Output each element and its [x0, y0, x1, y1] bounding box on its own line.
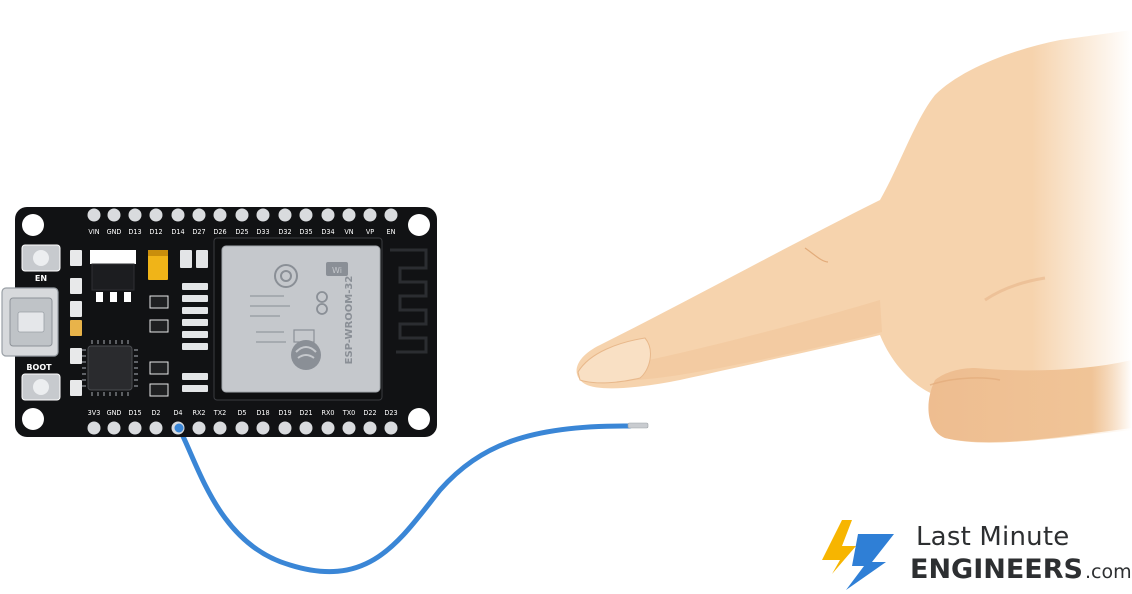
- mount-hole: [408, 408, 430, 430]
- pin-label: D27: [192, 227, 205, 236]
- pin-label: VP: [366, 227, 374, 236]
- hand: [576, 30, 1132, 443]
- header-pin: [87, 421, 101, 435]
- logo-domain-suffix: .com: [1084, 561, 1132, 583]
- pin-label: D18: [256, 408, 269, 417]
- logo-wordmark: ENGINEERS: [910, 554, 1083, 585]
- header-pin: [128, 208, 142, 222]
- knuckle-crease-3: [929, 377, 1001, 386]
- pin-label: D21: [299, 408, 312, 417]
- pin-label: TX2: [213, 408, 227, 417]
- pin-label: RX0: [321, 408, 334, 417]
- pin-label: GND: [107, 227, 122, 236]
- pin-label: D19: [278, 408, 291, 417]
- transistors: [149, 295, 169, 397]
- header-pin: [213, 208, 227, 222]
- mount-hole: [22, 408, 44, 430]
- header-pin: [235, 208, 249, 222]
- lightning-bolt-icon: [822, 520, 894, 590]
- tantalum-capacitor: [148, 250, 168, 280]
- pin-label: D32: [278, 227, 291, 236]
- brand-logo: Last Minute ENGINEERS.com: [812, 516, 1132, 588]
- antenna-trace: [390, 248, 428, 354]
- header-pin: [128, 421, 142, 435]
- mount-hole: [408, 214, 430, 236]
- top-pin-labels: VIN GND D13 D12 D14 D27 D26 D25 D33 D32 …: [88, 227, 395, 236]
- pin-label: D14: [171, 227, 184, 236]
- header-pin: [107, 208, 121, 222]
- header-pin: [342, 208, 356, 222]
- header-pin: [213, 421, 227, 435]
- boot-button-label: BOOT: [26, 363, 52, 372]
- pin-label: D34: [321, 227, 334, 236]
- logo-line-1: Last Minute: [916, 522, 1070, 552]
- wire-tip: [627, 422, 649, 429]
- header-pin: [342, 421, 356, 435]
- header-pin: [87, 208, 101, 222]
- header-pin: [278, 208, 292, 222]
- fingernail: [577, 337, 651, 384]
- pin-label: D23: [384, 408, 397, 417]
- header-pin: [321, 421, 335, 435]
- wire-body: [177, 423, 633, 575]
- header-pin: [363, 208, 377, 222]
- header-pin: [384, 421, 398, 435]
- pin-label: D5: [237, 408, 246, 417]
- esp32-board: EN BOOT: [1, 207, 437, 437]
- pin-label: D4: [173, 408, 182, 417]
- header-pin: [299, 421, 313, 435]
- pin-label: D13: [128, 227, 141, 236]
- header-pin: [256, 421, 270, 435]
- header-pin: [171, 208, 185, 222]
- en-button-label: EN: [35, 274, 47, 283]
- pin-label: VIN: [88, 227, 99, 236]
- pin-label: D33: [256, 227, 269, 236]
- header-pin: [149, 208, 163, 222]
- mount-hole: [22, 214, 44, 236]
- header-pin: [363, 421, 377, 435]
- pin-label: D12: [149, 227, 162, 236]
- pin-label: D22: [363, 408, 376, 417]
- pin-label: D35: [299, 227, 312, 236]
- pin-label: RX2: [192, 408, 205, 417]
- knuckle-crease-2: [984, 276, 1046, 302]
- header-pin: [278, 421, 292, 435]
- svg-text:Wi: Wi: [332, 266, 342, 275]
- logo-line-2: ENGINEERS.com: [910, 554, 1132, 585]
- pin-label: D15: [128, 408, 141, 417]
- pin-label: D26: [213, 227, 226, 236]
- jumper-wire: [177, 422, 649, 575]
- pin-label: EN: [387, 227, 396, 236]
- pin-label: 3V3: [88, 408, 101, 417]
- resistor-array: [180, 250, 208, 392]
- top-pin-header: [87, 208, 398, 222]
- voltage-regulator: [90, 250, 136, 302]
- pin-label: D25: [235, 227, 248, 236]
- pin-label: D2: [151, 408, 160, 417]
- wire-pin-connection: [174, 423, 184, 433]
- hand-palm: [576, 30, 1132, 443]
- header-pin: [384, 208, 398, 222]
- header-pin: [192, 208, 206, 222]
- header-pin: [192, 421, 206, 435]
- thumb: [928, 360, 1132, 443]
- module-name: ESP-WROOM-32: [344, 276, 355, 365]
- pin-label: TX0: [342, 408, 356, 417]
- bottom-pin-labels: 3V3 GND D15 D2 D4 RX2 TX2 D5 D18 D19 D21…: [88, 408, 398, 417]
- bottom-pin-header: [87, 421, 398, 435]
- header-pin: [321, 208, 335, 222]
- pin-label: VN: [344, 227, 353, 236]
- header-pin: [256, 208, 270, 222]
- header-pin: [149, 421, 163, 435]
- header-pin: [299, 208, 313, 222]
- header-pin: [107, 421, 121, 435]
- esp-wroom-32-module: Wi ESP-WROOM-32: [213, 237, 383, 401]
- finger-underside: [598, 300, 882, 381]
- header-pin: [235, 421, 249, 435]
- pin-label: GND: [107, 408, 122, 417]
- knuckle-crease-1: [804, 247, 829, 263]
- usb-uart-chip: [82, 340, 138, 396]
